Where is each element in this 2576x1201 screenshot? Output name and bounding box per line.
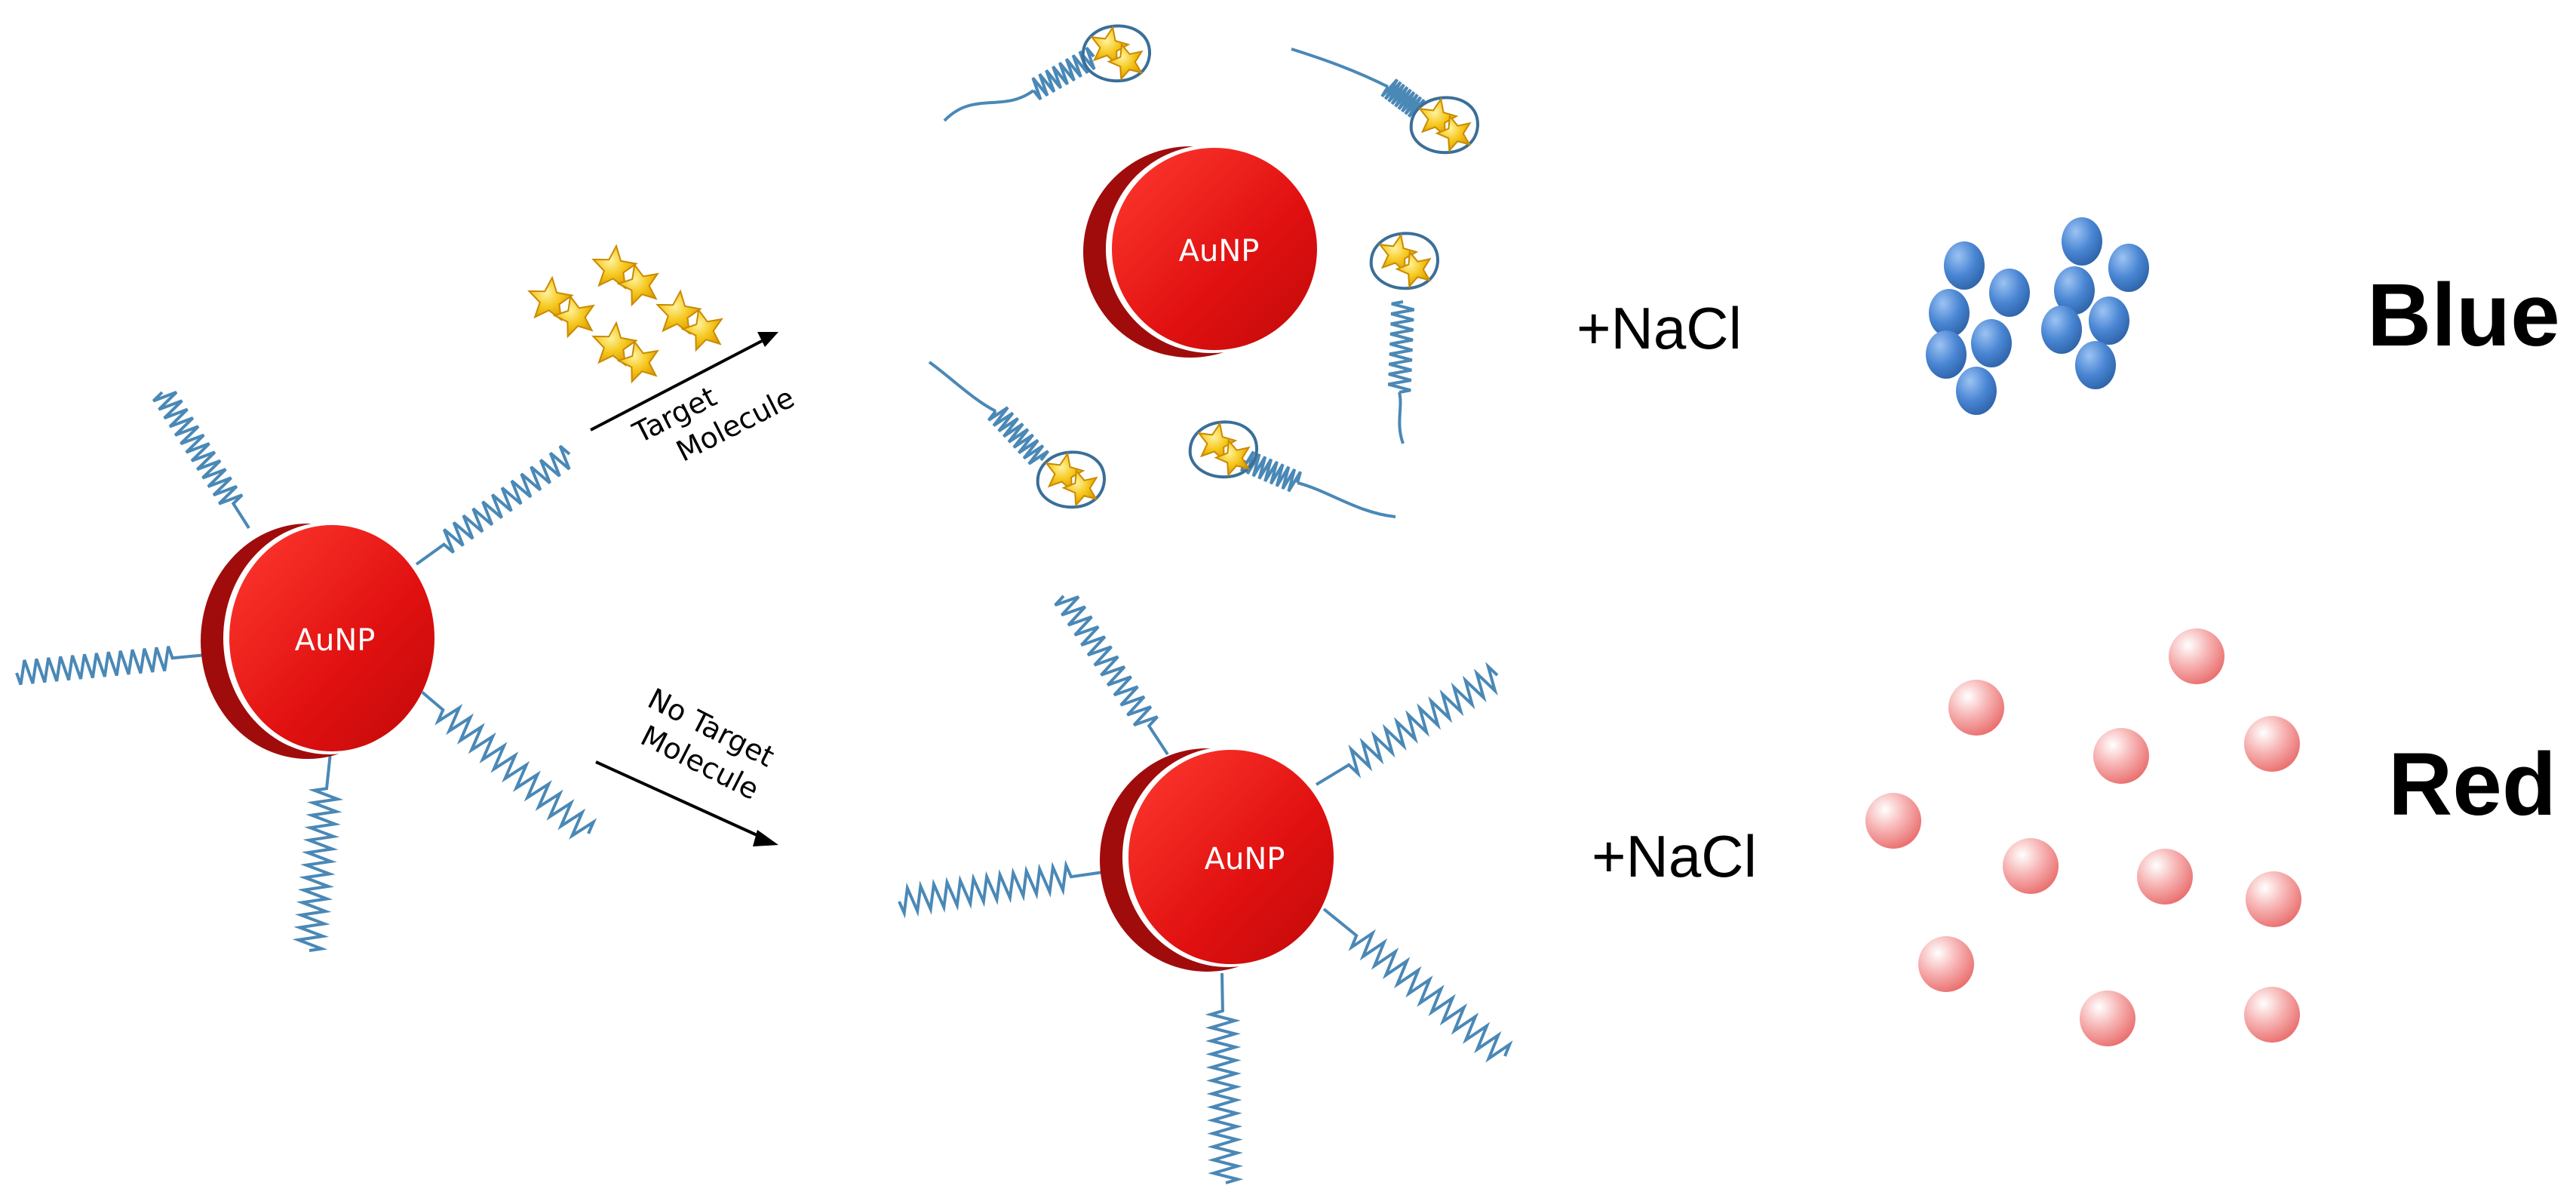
aggregated-particle [1989, 269, 2030, 317]
particle-label-top: AuNP [1179, 234, 1260, 269]
target-bound-aptamers [928, 24, 1480, 518]
aptamer-loop [1188, 420, 1259, 479]
aggregated-particle [2062, 217, 2102, 266]
target-molecule-icon [1418, 97, 1459, 139]
dispersed-particle [2244, 987, 2300, 1043]
target-molecule-icon [1045, 451, 1085, 493]
aptamer-tail [1291, 48, 1389, 88]
bound-target-molecules [1045, 25, 1472, 508]
dispersed-particle [2169, 628, 2224, 684]
gold-nanoparticle-bottom: AuNP [1100, 747, 1334, 972]
nacl-label-bottom: +NaCl [1592, 823, 1757, 889]
aggregated-particle [1926, 330, 1967, 379]
aggregated-nanoparticles [1926, 217, 2149, 415]
aptamer-tail [943, 89, 1035, 122]
target-molecule-icon [1090, 25, 1131, 67]
target-molecule-icon [1435, 114, 1472, 153]
aggregated-particle [1956, 367, 1997, 415]
target-molecule-icon [616, 339, 659, 384]
result-red-label: Red [2388, 735, 2556, 834]
aptamer-loop [1081, 24, 1152, 83]
aptamer-loop [1369, 232, 1440, 290]
dispersed-particle [2244, 716, 2300, 772]
aptamer-strand [410, 681, 597, 840]
aptamer-tail [928, 361, 996, 413]
aggregated-particle [1971, 319, 2012, 367]
result-blue-label: Blue [2367, 266, 2560, 365]
dispersed-particle [2137, 849, 2193, 905]
aggregated-particle [2075, 341, 2116, 389]
target-molecule-icon [1061, 468, 1098, 508]
aptamer-strands-left [15, 391, 597, 952]
target-molecule-icon [552, 294, 595, 339]
aggregated-particle [2089, 296, 2129, 345]
dispersed-particle [2093, 728, 2149, 784]
dispersed-particle [1865, 793, 1921, 849]
particle-label-left: AuNP [295, 623, 376, 658]
target-molecule-icon [656, 289, 702, 336]
aggregated-particle [1929, 289, 1970, 337]
dispersed-particle [1948, 680, 2004, 736]
dispersed-particle [1918, 936, 1974, 992]
aggregated-particle [1944, 241, 1985, 290]
aptamer-strand [1315, 662, 1499, 786]
aptamer-loop [1409, 96, 1480, 155]
target-molecule-icon [1107, 42, 1144, 81]
aptamer-strand [1322, 908, 1513, 1063]
dispersed-particle [2003, 838, 2059, 894]
nacl-label-top: +NaCl [1577, 295, 1742, 361]
aptamer-strand [898, 859, 1110, 919]
aptamer-tail [1398, 392, 1405, 444]
particle-label-bottom: AuNP [1205, 842, 1285, 877]
aptamer-loop [1036, 450, 1107, 509]
target-molecule-icon [1378, 232, 1419, 275]
target-molecule-cluster [527, 244, 723, 384]
aptamer-coil [1387, 300, 1415, 394]
dispersed-particle [2080, 991, 2135, 1046]
aptamer-tail [1297, 481, 1396, 518]
target-molecule-icon [1197, 421, 1238, 463]
target-molecule-icon [680, 308, 723, 352]
target-molecule-icon [616, 263, 659, 307]
aptamer-coil [1031, 46, 1096, 101]
aptamer-strand [15, 646, 207, 686]
gold-nanoparticle-left: AuNP [201, 522, 434, 759]
aggregated-particle [2041, 306, 2082, 354]
aggregated-particle [2054, 266, 2095, 315]
aptamer-strand [1054, 594, 1169, 756]
target-molecule-icon [527, 275, 574, 322]
aptamer-strand [1205, 972, 1244, 1184]
aptamer-strand [415, 444, 571, 566]
aptamer-coil [1380, 78, 1426, 118]
target-molecule-icon [591, 321, 638, 367]
aptamer-strand [292, 752, 344, 952]
aptamer-coil [1240, 450, 1302, 493]
aptamer-coil [987, 406, 1049, 465]
target-molecule-icon [1214, 438, 1251, 478]
target-molecule-icon [591, 244, 638, 290]
dispersed-particle [2246, 871, 2301, 927]
target-molecule-icon [1395, 250, 1432, 289]
aptamer-strand [152, 391, 250, 530]
arrow-no-target: No Target Molecule [595, 682, 779, 846]
dispersed-nanoparticles [1865, 628, 2301, 1046]
aptamer-strands-bottom [898, 594, 1513, 1184]
aggregated-particle [2108, 244, 2149, 292]
gold-nanoparticle-top: AuNP [1083, 145, 1317, 358]
